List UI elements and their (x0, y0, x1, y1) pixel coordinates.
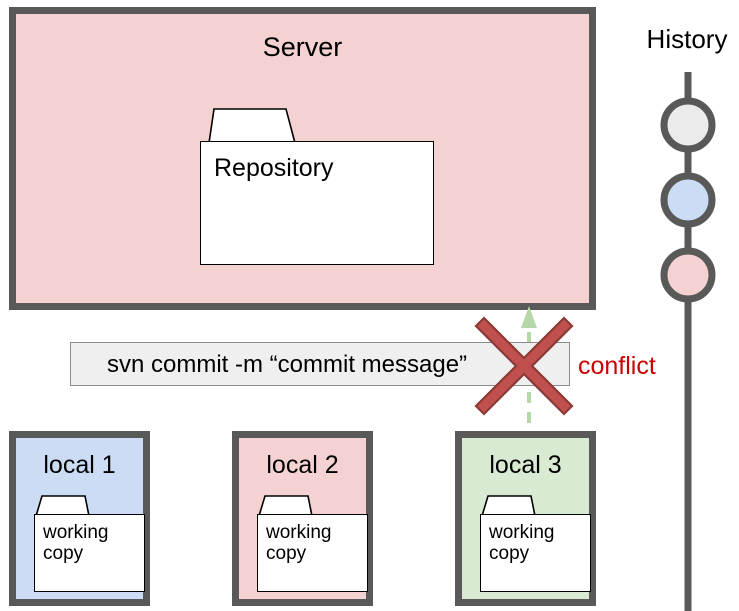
folder-body (257, 514, 368, 592)
server-label: Server (262, 32, 343, 62)
folder-body (200, 141, 434, 265)
history-timeline (660, 72, 716, 611)
history-label: History (646, 24, 728, 54)
local-1-label: local 1 (43, 451, 116, 479)
folder-body (34, 514, 145, 592)
local-3-working-copy-label: working copy (489, 522, 555, 565)
commit-command-bar[interactable]: svn commit -m “commit message” (70, 342, 570, 386)
folder-body (480, 514, 591, 592)
commit-command-text: svn commit -m “commit message” (107, 351, 468, 378)
local-2-label: local 2 (266, 451, 339, 479)
local-2-working-copy-folder[interactable]: working copy (257, 494, 368, 592)
local-1-container: local 1 working copy (9, 431, 150, 606)
conflict-label: conflict (578, 352, 656, 380)
local-3-container: local 3 working copy (455, 431, 596, 606)
repository-folder[interactable]: Repository (200, 107, 434, 265)
local-3-working-copy-folder[interactable]: working copy (480, 494, 591, 592)
local-1-working-copy-label: working copy (43, 522, 109, 565)
local-2-working-copy-label: working copy (266, 522, 332, 565)
repository-folder-label: Repository (214, 154, 334, 182)
history-node-2[interactable] (660, 172, 716, 228)
server-container: Server Repository (9, 7, 596, 310)
red-x-icon (474, 316, 574, 416)
history-node-1[interactable] (660, 97, 716, 153)
local-3-label: local 3 (489, 451, 562, 479)
local-1-working-copy-folder[interactable]: working copy (34, 494, 145, 592)
local-2-container: local 2 working copy (232, 431, 373, 606)
history-node-3[interactable] (660, 247, 716, 303)
